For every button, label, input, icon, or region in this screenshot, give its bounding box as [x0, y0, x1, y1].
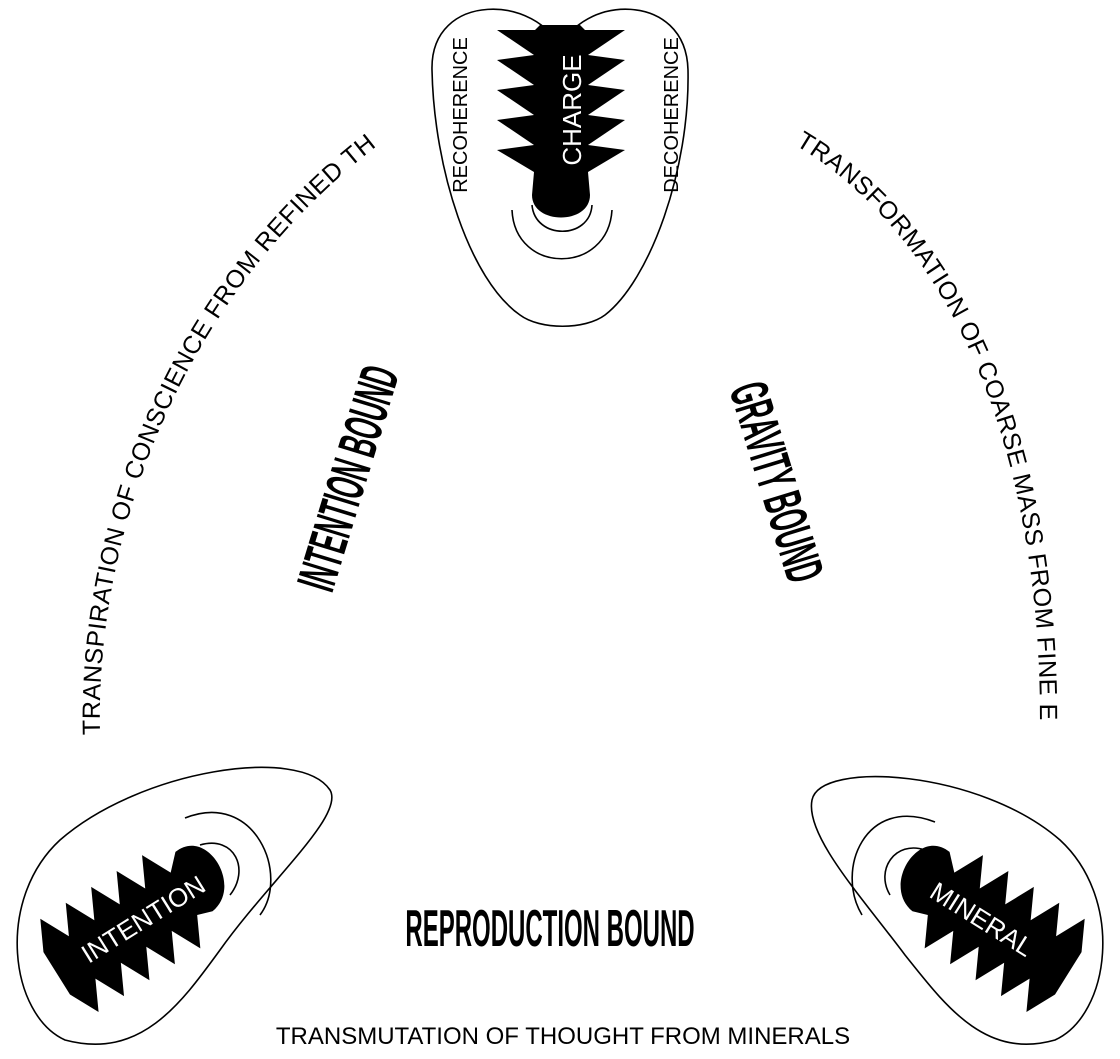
intention-bound-label: INTENTION BOUND	[285, 359, 410, 598]
left-arc-label: TRANSPIRATION OF CONSCIENCE FROM REFINED…	[0, 0, 381, 735]
bottom-arc-label: TRANSMUTATION OF THOUGHT FROM MINERALS	[276, 1023, 850, 1050]
recoherence-label: RECOHERENCE	[450, 37, 472, 193]
intention-node: INTENTION	[17, 767, 332, 1044]
reproduction-bound-label: REPRODUCTION BOUND	[405, 898, 694, 957]
left-arc-text: TRANSPIRATION OF CONSCIENCE FROM REFINED…	[0, 0, 381, 735]
charge-node: CHARGE RECOHERENCE DECOHERENCE	[432, 9, 688, 326]
decoherence-label: DECOHERENCE	[661, 37, 683, 193]
gravity-bound-label: GRAVITY BOUND	[718, 375, 836, 589]
charge-label: CHARGE	[557, 54, 587, 165]
mineral-node: MINERAL	[811, 777, 1102, 1045]
